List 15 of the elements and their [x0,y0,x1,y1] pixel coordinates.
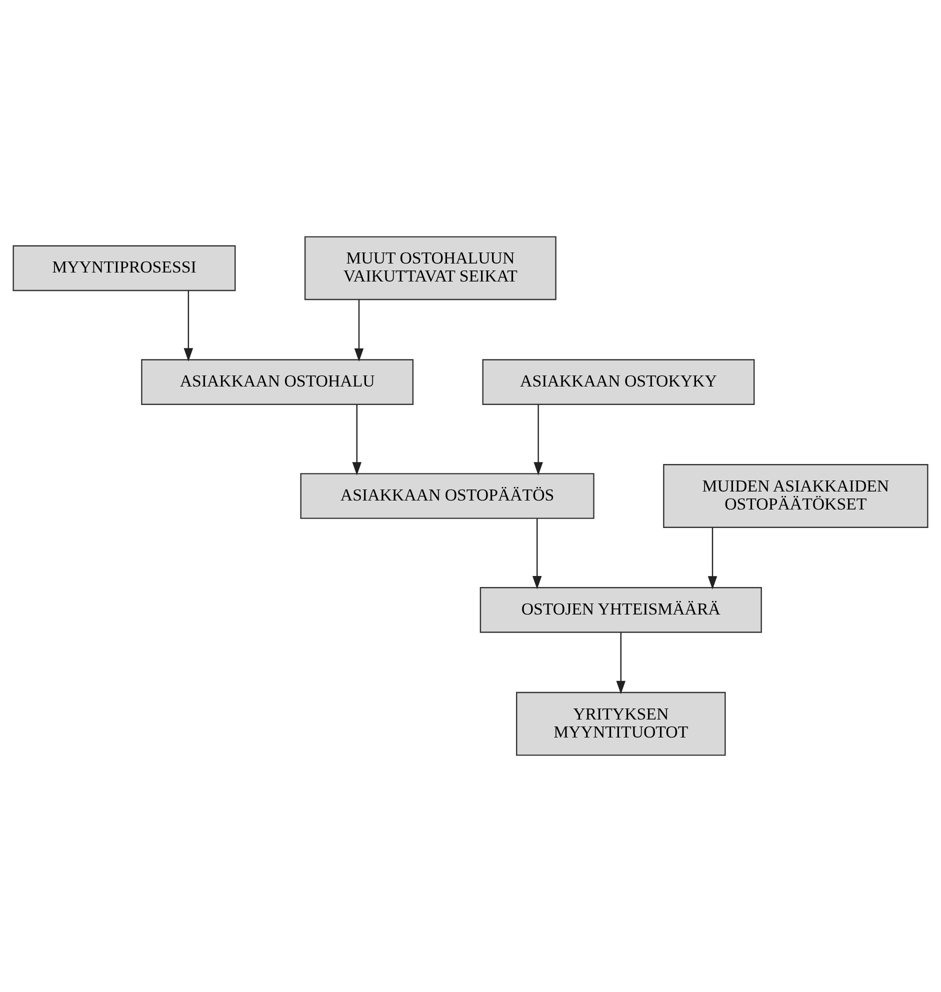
node-box: YRITYKSEN MYYNTITUOTOT [516,692,726,756]
node-box: ASIAKKAAN OSTOKYKY [482,359,755,405]
arrow [184,290,194,362]
node-box: MUIDEN ASIAKKAIDEN OSTOPÄÄTÖKSET [663,464,928,528]
arrow [354,300,364,362]
node-box: MYYNTIPROSESSI [12,245,236,292]
node-box: ASIAKKAAN OSTOPÄÄTÖS [300,473,594,519]
arrow [616,632,626,694]
arrow [534,404,543,476]
arrow [352,404,362,476]
node-box: MUUT OSTOHALUUN VAIKUTTAVAT SEIKAT [304,236,556,300]
node-box: OSTOJEN YHTEISMÄÄRÄ [480,587,762,633]
arrow [708,527,718,590]
arrow [532,518,542,590]
node-box: ASIAKKAAN OSTOHALU [141,359,414,405]
